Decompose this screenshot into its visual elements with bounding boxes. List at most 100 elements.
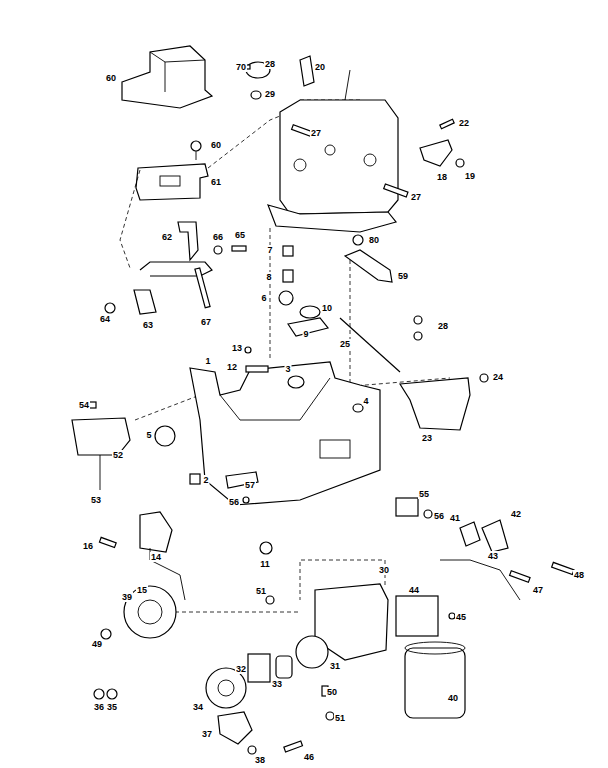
hole <box>364 154 376 166</box>
callout-number: 24 <box>492 372 504 382</box>
clip-part <box>414 316 422 324</box>
gear-hub <box>138 600 162 624</box>
motor-end <box>405 642 465 654</box>
callout-number: 37 <box>201 729 213 739</box>
frame-edge <box>220 378 330 420</box>
callout-number: 55 <box>418 489 430 499</box>
callout-number: 51 <box>334 713 346 723</box>
assembly-line <box>120 170 140 268</box>
callout-number: 64 <box>99 314 111 324</box>
clip-part <box>396 498 418 516</box>
callout-number: 32 <box>235 664 247 674</box>
callout-number: 9 <box>302 329 309 339</box>
callout-number: 20 <box>314 62 326 72</box>
callout-number: 10 <box>321 303 333 313</box>
washer-part <box>94 689 104 699</box>
callout-number: 53 <box>90 495 102 505</box>
callout-number: 14 <box>150 552 162 562</box>
screw-symbol <box>191 141 201 151</box>
callout-number: 15 <box>136 585 148 595</box>
base-flange <box>268 205 396 232</box>
callout-number: 51 <box>255 586 267 596</box>
callout-number: 38 <box>254 755 266 765</box>
spring-part <box>99 537 116 547</box>
callout-number: 7 <box>266 245 273 255</box>
lever-part <box>140 512 172 552</box>
callout-number: 65 <box>234 230 246 240</box>
washer-part <box>107 689 117 699</box>
gearbox-part <box>396 596 438 636</box>
pin-part <box>384 184 408 197</box>
lever-arm <box>345 70 350 100</box>
callout-number: 30 <box>378 565 390 575</box>
nut-part <box>260 542 272 554</box>
gear-part <box>206 668 246 708</box>
pin-part <box>100 455 101 490</box>
callout-number: 12 <box>226 362 238 372</box>
assembly-line <box>135 395 200 420</box>
spring-part <box>552 562 574 574</box>
callout-number: 36 <box>93 702 105 712</box>
lever-part <box>218 712 252 744</box>
latch-part <box>420 140 452 166</box>
screw-symbol <box>326 712 334 720</box>
nut-part <box>279 291 293 305</box>
nut-part <box>105 303 115 313</box>
lever-part <box>460 522 480 546</box>
lever-part <box>178 222 198 260</box>
callout-number: 39 <box>121 592 133 602</box>
callout-number: 8 <box>265 272 272 282</box>
callout-number: 35 <box>106 702 118 712</box>
callout-number: 61 <box>210 177 222 187</box>
callout-number: 56 <box>228 497 240 507</box>
screw-shank <box>196 151 197 160</box>
callout-number: 60 <box>105 73 117 83</box>
callout-number: 50 <box>326 687 338 697</box>
callout-number: 52 <box>112 450 124 460</box>
callout-number: 18 <box>436 172 448 182</box>
screw-symbol <box>424 510 432 518</box>
nut-part <box>251 91 261 99</box>
callout-number: 48 <box>573 570 585 580</box>
callout-number: 49 <box>91 639 103 649</box>
clip-part <box>414 332 422 340</box>
gear-hub <box>218 680 234 696</box>
callout-number: 46 <box>303 752 315 762</box>
lever-part <box>482 520 508 552</box>
assembly-line <box>175 612 300 613</box>
gear-part <box>155 426 175 446</box>
callout-number: 11 <box>259 559 271 569</box>
callout-number: 27 <box>310 128 322 138</box>
callout-number: 16 <box>82 541 94 551</box>
callout-number: 31 <box>329 661 341 671</box>
link-part <box>134 290 156 314</box>
callout-number: 6 <box>260 293 267 303</box>
plate-slot <box>160 176 180 186</box>
washer-part <box>214 246 222 254</box>
callout-number: 45 <box>455 612 467 622</box>
hole <box>294 159 306 171</box>
callout-number: 27 <box>410 192 422 202</box>
frame-window <box>320 440 350 458</box>
callout-number: 54 <box>78 400 90 410</box>
screw-symbol <box>266 596 274 604</box>
callout-number: 33 <box>271 679 283 689</box>
callout-number: 59 <box>397 271 409 281</box>
screw-symbol <box>480 374 488 382</box>
callout-number: 5 <box>145 430 152 440</box>
spring-part <box>510 571 531 583</box>
callout-number: 70 <box>235 62 247 72</box>
callout-number: 34 <box>192 702 204 712</box>
plate-part <box>246 366 268 372</box>
callout-number: 19 <box>464 171 476 181</box>
callout-number: 56 <box>433 511 445 521</box>
washer-part <box>456 159 464 167</box>
spring-part <box>283 270 293 282</box>
callout-number: 67 <box>200 317 212 327</box>
cover-part <box>122 46 212 108</box>
callout-number: 29 <box>264 89 276 99</box>
callout-number: 47 <box>532 585 544 595</box>
spring-part <box>440 119 454 129</box>
hole <box>325 145 335 155</box>
